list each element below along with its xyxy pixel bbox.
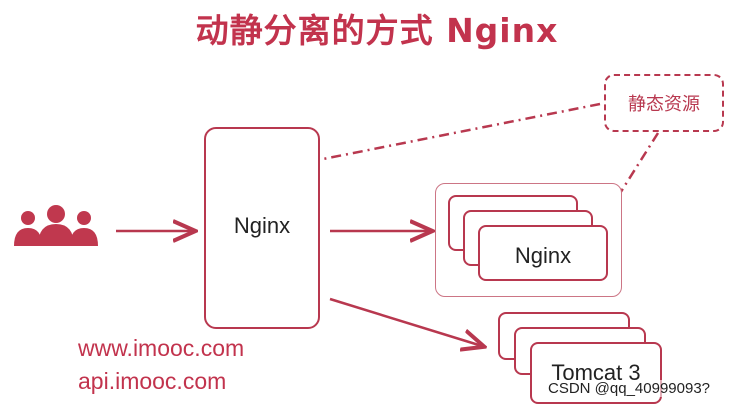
dashed-arrow-static-to-nginx — [283, 102, 601, 167]
slide-title: 动静分离的方式 Nginx — [195, 11, 559, 50]
nginx-group-label: Nginx — [514, 243, 572, 268]
static-resource-label: 静态资源 — [628, 94, 700, 115]
nginx-node-label: Nginx — [233, 213, 291, 238]
watermark: CSDN @qq_40999093? — [548, 380, 711, 397]
arrow-nginx-to-tomcat — [329, 297, 482, 346]
domain-www: www.imooc.com — [78, 335, 245, 361]
nginx-card-3 — [478, 225, 608, 281]
static-resource-node — [604, 74, 724, 132]
nginx-node — [204, 127, 320, 329]
domain-api: api.imooc.com — [78, 368, 227, 394]
